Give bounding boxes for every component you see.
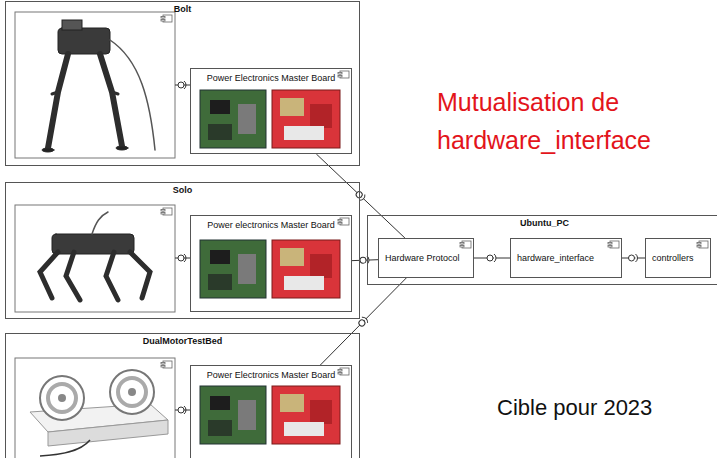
device-box: DualMotorTestBedPower Electronics Master…: [5, 333, 360, 458]
component-icon: [460, 241, 471, 248]
component-name: Power Electronics Master Board: [195, 71, 347, 83]
component-name: Hardware Protocol: [385, 253, 460, 263]
component-name: Power electronics Master Board: [195, 218, 347, 230]
photo-frame: [15, 358, 175, 458]
solo-robot: [40, 212, 150, 300]
component-icon: [161, 15, 172, 368]
component-name: hardware_interface: [517, 253, 594, 263]
dual-motor-testbed: [30, 370, 168, 456]
component-box: Power electronics Master Board: [190, 215, 352, 312]
device-title: Solo: [10, 185, 355, 195]
interface-symbol: [357, 316, 369, 328]
interface-symbol: [354, 190, 366, 202]
photo-frame: [15, 205, 175, 312]
target-note: Cible pour 2023: [497, 394, 712, 423]
device-title: Bolt: [10, 4, 355, 14]
component-name: Power Electronics Master Board: [195, 368, 347, 380]
component-icon: [697, 241, 708, 248]
component-box: Power Electronics Master Board: [190, 365, 352, 458]
photo-frame: [15, 12, 175, 158]
device-box: Ubuntu_PC Hardware Protocol hardware_inter…: [367, 215, 717, 285]
component-icon: [338, 368, 349, 375]
device-title: Ubuntu_PC: [372, 218, 717, 228]
component-icon: [338, 218, 349, 225]
highlight-note: Mutualisation de hardware_interface: [437, 84, 715, 159]
interface-symbol: [175, 81, 190, 414]
device-title: DualMotorTestBed: [10, 336, 355, 346]
board-photo: [200, 90, 340, 444]
component-icon: [608, 241, 619, 248]
component-box: hardware_interface: [510, 238, 622, 278]
bolt-robot: [42, 20, 155, 152]
component-box: Power Electronics Master Board: [190, 68, 352, 154]
connector: [320, 278, 406, 365]
device-box: SoloPower electronics Master Board: [5, 182, 360, 319]
device-box: BoltPower Electronics Master Board: [5, 1, 360, 166]
component-box: controllers: [645, 238, 711, 278]
component-box: Hardware Protocol: [378, 238, 474, 278]
component-icon: [338, 71, 349, 78]
interface-symbol: [487, 254, 496, 262]
component-name: controllers: [652, 253, 694, 263]
interface-symbol: [629, 254, 638, 262]
